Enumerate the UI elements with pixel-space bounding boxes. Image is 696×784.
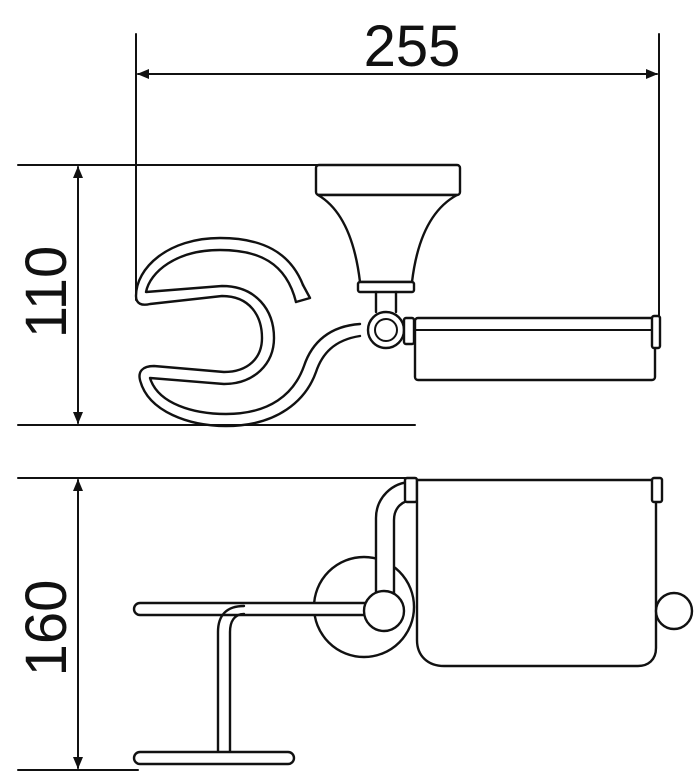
mount-neck: [316, 193, 459, 284]
bottom-view: [132, 476, 694, 766]
wall-mount-plate: [314, 163, 462, 197]
pivot-cap-top: [402, 316, 416, 346]
pivot-knob-bottom: [362, 589, 406, 633]
mount-collar: [356, 280, 416, 294]
pivot-knob-inner-top: [374, 318, 398, 342]
width-label: 255: [364, 14, 461, 79]
horizontal-bar: [132, 601, 376, 617]
wire-hook-end: [294, 283, 312, 304]
width-dimension: 255: [135, 14, 660, 319]
top-height-label: 110: [14, 246, 79, 338]
roll-end-cap-upper: [650, 476, 664, 504]
top-view: [134, 163, 662, 428]
wire-hook-inner: [144, 248, 362, 416]
roll-end-cap-top: [650, 314, 662, 350]
paper-roll-cover-bottom: [415, 478, 658, 668]
top-height-dimension: 110: [14, 164, 416, 426]
roll-end-knob: [654, 591, 694, 631]
bottom-height-dimension: 160: [14, 477, 417, 771]
paper-roll-cover-top: [413, 316, 657, 382]
u-leg-inner: [228, 612, 246, 754]
base-bar: [132, 750, 296, 766]
arm-cap: [403, 476, 419, 504]
bottom-height-label: 160: [14, 580, 79, 677]
wire-hook-outer: [134, 236, 362, 428]
pivot-knob-top: [366, 310, 406, 350]
